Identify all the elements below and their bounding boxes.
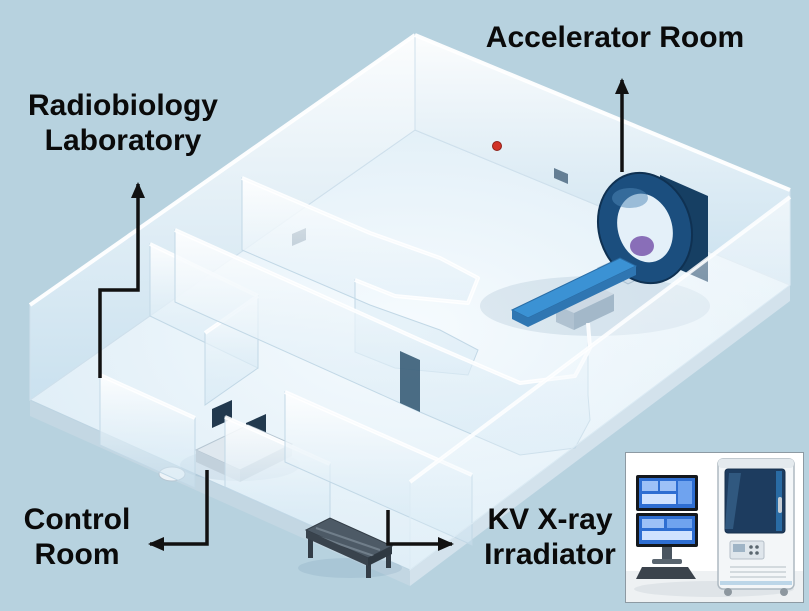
label-control-room: Control Room: [12, 502, 142, 572]
inset-irradiator-cabinet: [717, 458, 795, 596]
cabinet-handle: [778, 497, 782, 513]
front-glass-wall: [408, 195, 792, 571]
label-line: Room: [34, 538, 120, 571]
label-radiobiology-laboratory: Radiobiology Laboratory: [8, 88, 238, 158]
label-accelerator-room: Accelerator Room: [450, 20, 780, 55]
gantry: [596, 171, 694, 285]
gantry-bore-glow: [630, 236, 654, 256]
annotation-arrows: [98, 78, 629, 551]
treatment-couch: [510, 257, 638, 330]
label-line: Irradiator: [484, 538, 616, 571]
wall-vent: [554, 168, 568, 184]
inset-illustration: [626, 458, 803, 602]
label-line: Radiobiology: [28, 89, 218, 122]
alarm-light: [492, 141, 502, 151]
inset-monitors: [636, 475, 698, 579]
label-kv-xray-irradiator: KV X-ray Irradiator: [455, 502, 645, 572]
label-line: Control: [23, 503, 131, 536]
label-line: Accelerator Room: [485, 21, 745, 54]
maze-wall: [241, 176, 480, 376]
bench: [298, 517, 402, 578]
arrow-control-room: [148, 470, 209, 551]
door: [400, 351, 420, 412]
label-line: Laboratory: [44, 124, 202, 157]
arrow-kv-xray-irradiator: [386, 510, 454, 551]
inset-irradiator-photo: [625, 452, 804, 603]
arrow-radiobiology-laboratory: [98, 182, 145, 378]
inset-keyboard: [636, 567, 696, 579]
cabinet-window: [724, 468, 786, 534]
label-line: KV X-ray: [487, 503, 613, 536]
